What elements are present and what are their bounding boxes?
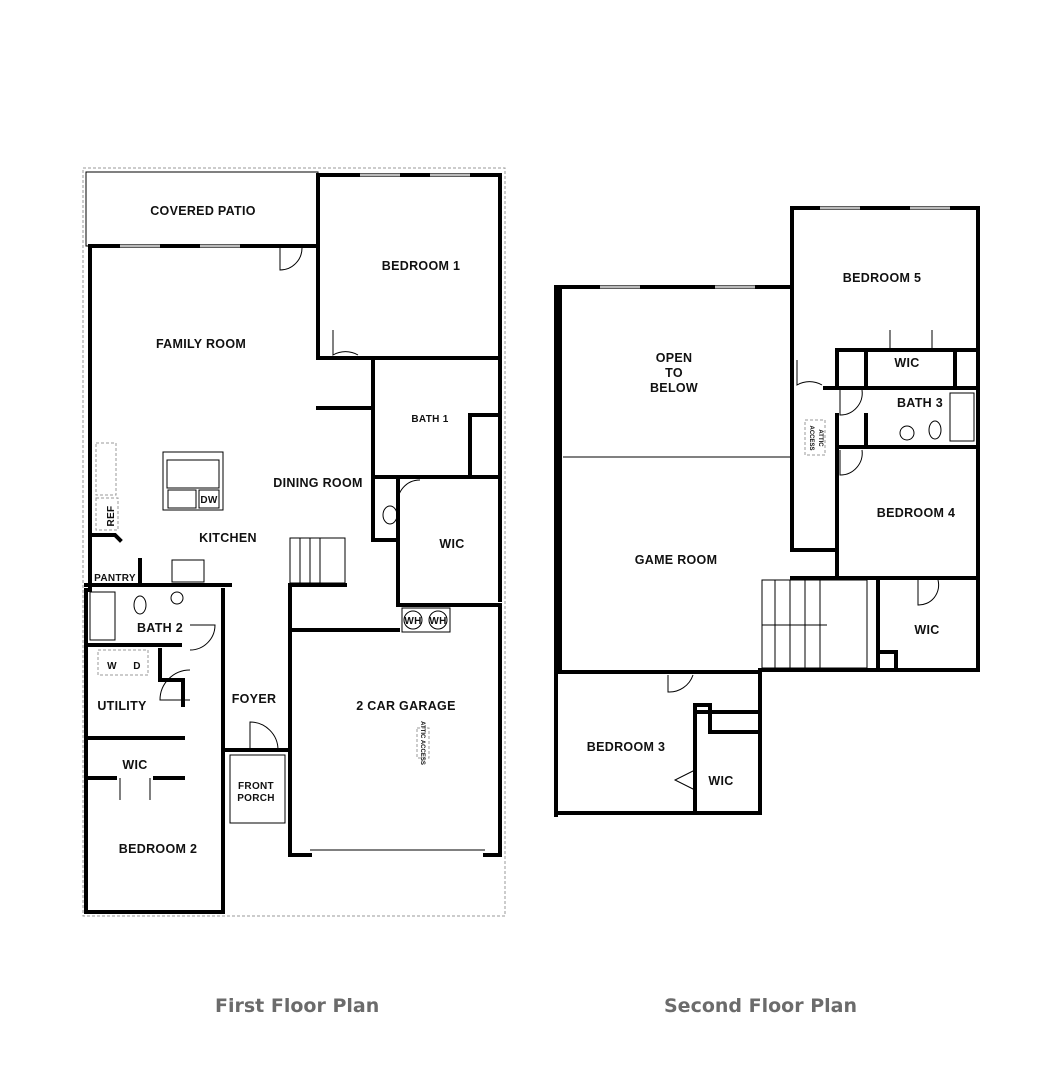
water-heater-label: WH — [429, 616, 446, 627]
open-to-below-label: TO — [665, 366, 683, 380]
door-icon — [673, 769, 696, 791]
door-icon — [332, 330, 359, 356]
sink-icon — [899, 425, 915, 441]
sink-icon — [167, 489, 197, 509]
room-label-bed4-wic: WIC — [914, 623, 939, 637]
wall — [88, 244, 320, 532]
water-heater-label: WH — [404, 616, 421, 627]
staircase — [761, 579, 868, 669]
room-label-covered-patio: COVERED PATIO — [150, 204, 256, 218]
room-label-bath-1: BATH 1 — [411, 414, 448, 425]
room-label-bed2-wic: WIC — [122, 758, 147, 772]
washer-label: W — [107, 661, 117, 672]
room-label-bedroom-1: BEDROOM 1 — [382, 259, 460, 273]
dishwasher-label: DW — [200, 495, 218, 506]
room-label-front-porch: FRONT — [238, 781, 274, 792]
bathtub-icon — [949, 392, 975, 442]
door-icon — [839, 449, 863, 476]
room-label-foyer: FOYER — [232, 692, 277, 706]
door-icon — [839, 389, 863, 416]
second-floor-caption: Second Floor Plan — [664, 995, 857, 1017]
first-floor-caption: First Floor Plan — [215, 995, 380, 1017]
room-label-bedroom-5: BEDROOM 5 — [843, 271, 921, 285]
door-icon — [249, 721, 279, 751]
door-icon — [119, 778, 151, 800]
room-label-game-room: GAME ROOM — [635, 553, 718, 567]
room-label-front-porch: PORCH — [237, 793, 275, 804]
attic-access-label: ACCESS — [808, 425, 814, 450]
second-floor-plan: OPEN TO BELOW BEDROOM 5 WIC BATH 3 ATTIC… — [554, 206, 980, 817]
open-to-below-label: BELOW — [650, 381, 698, 395]
toilet-icon — [133, 595, 147, 615]
dryer-label: D — [133, 661, 141, 672]
room-label-utility: UTILITY — [97, 699, 147, 713]
toilet-icon — [382, 505, 398, 525]
room-label-bath-3: BATH 3 — [897, 396, 943, 410]
attic-access-hatch — [416, 727, 430, 759]
kitchen-island — [162, 451, 224, 511]
attic-access-label: ATTIC ACCESS — [419, 721, 425, 765]
open-to-below-label: OPEN — [656, 351, 693, 365]
room-label-bedroom-3: BEDROOM 3 — [587, 740, 665, 754]
room-label-dining-room: DINING ROOM — [273, 476, 362, 490]
bathtub-icon — [89, 591, 116, 641]
room-label-family-room: FAMILY ROOM — [156, 337, 246, 351]
ref-label: REF — [106, 506, 117, 527]
door-icon — [796, 360, 823, 386]
door-icon — [667, 674, 694, 693]
door-icon — [279, 247, 303, 271]
room-label-kitchen: KITCHEN — [199, 531, 257, 545]
room-label-bedroom-2: BEDROOM 2 — [119, 842, 197, 856]
room-label-bed5-wic: WIC — [894, 356, 919, 370]
attic-access-label: ATTIC — [817, 429, 823, 447]
door-icon — [159, 669, 191, 701]
attic-access-hatch — [804, 419, 826, 456]
toilet-icon — [928, 420, 942, 440]
first-floor-plan: COVERED PATIO BEDROOM 1 FAMILY ROOM BATH… — [82, 167, 506, 917]
door-icon — [917, 579, 940, 606]
door-icon — [889, 330, 933, 350]
stove-icon — [171, 559, 205, 583]
room-label-bed3-wic: WIC — [708, 774, 733, 788]
sink-icon — [170, 591, 184, 605]
wall — [316, 173, 502, 602]
room-label-bedroom-4: BEDROOM 4 — [877, 506, 955, 520]
lot-outline — [82, 167, 506, 917]
room-label-bath-2: BATH 2 — [137, 621, 183, 635]
room-label-garage: 2 CAR GARAGE — [356, 699, 455, 713]
door-icon — [397, 479, 421, 506]
room-label-master-wic: WIC — [439, 537, 464, 551]
room-label-pantry: PANTRY — [94, 573, 136, 584]
door-icon — [189, 624, 216, 651]
